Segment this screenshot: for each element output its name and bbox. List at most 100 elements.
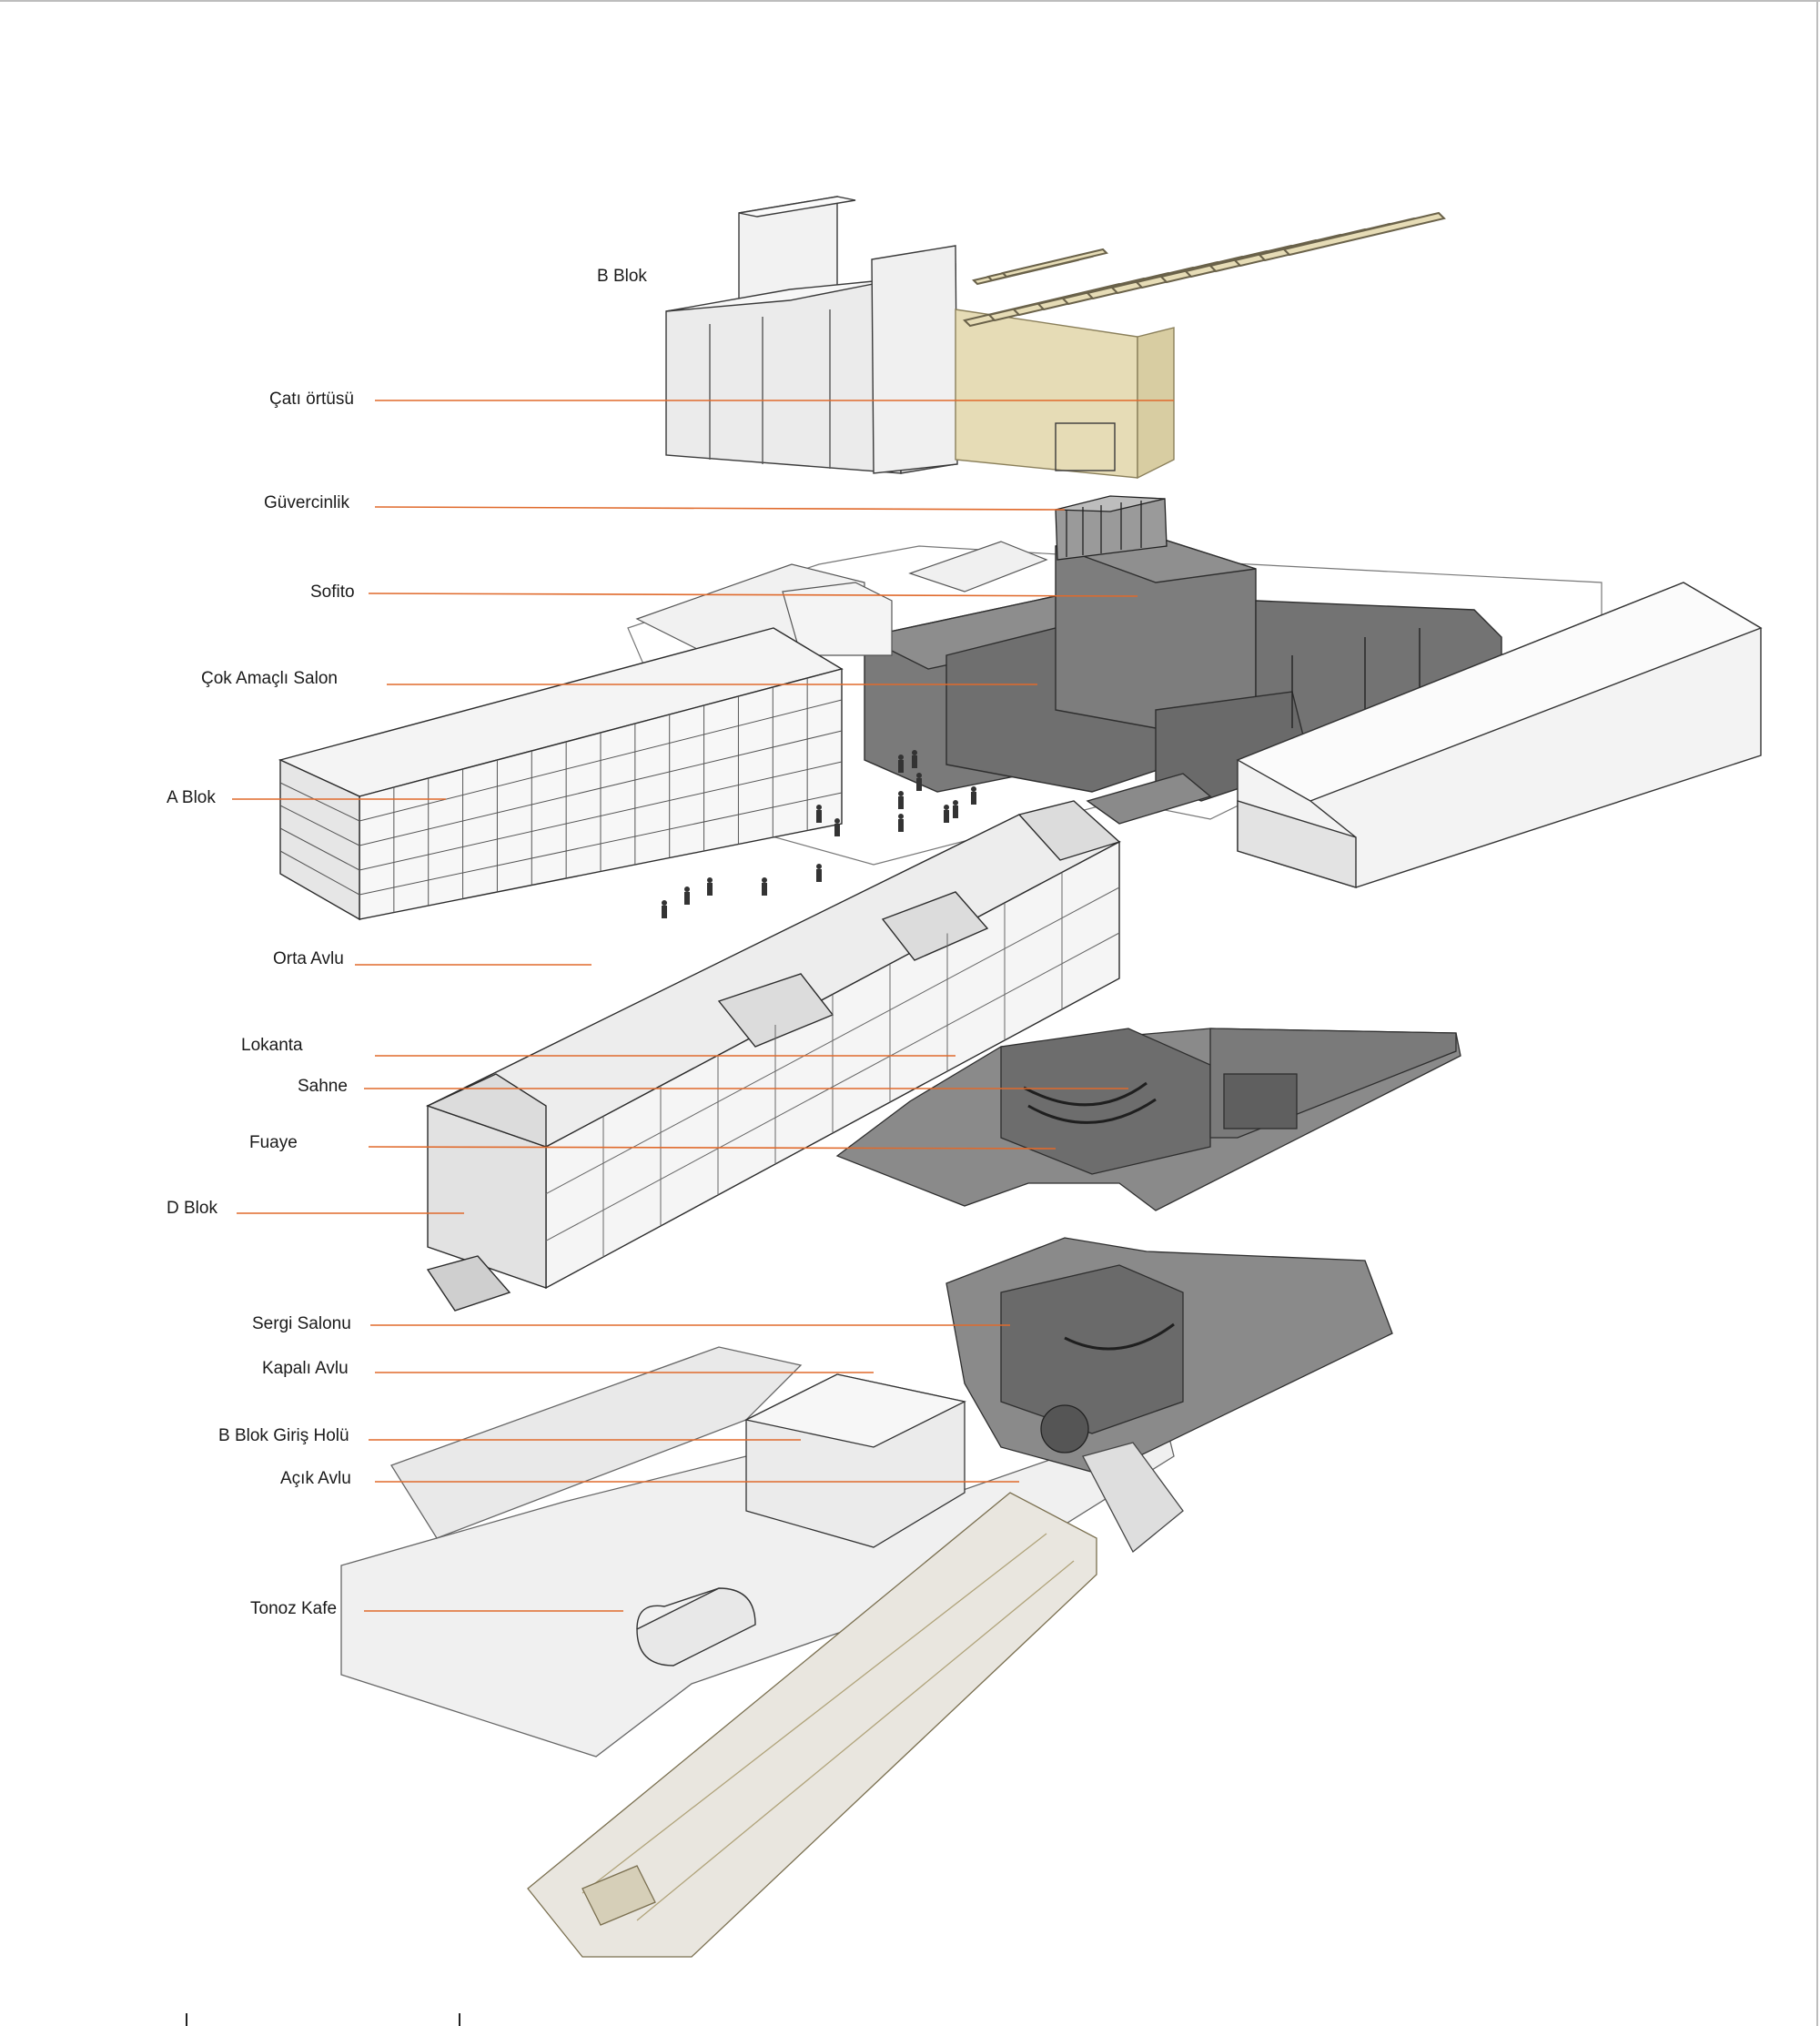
d-blok-cornice	[545, 886, 1120, 1195]
sergi-salonu-dark-level	[945, 1237, 1393, 1554]
louvre-slat	[1282, 211, 1446, 257]
person-head	[916, 773, 922, 778]
people-figures	[662, 750, 976, 918]
label-fuaye: Fuaye	[249, 1133, 298, 1152]
person-head	[762, 877, 767, 883]
drawing-shape	[636, 1587, 756, 1666]
drawing-shape	[636, 1587, 720, 1630]
person-body	[762, 883, 767, 896]
label-acik-avlu: Açık Avlu	[280, 1469, 351, 1488]
leader-line	[368, 593, 1138, 597]
a-blok-end-transom	[279, 782, 360, 822]
drawing-shape	[636, 1560, 1075, 1921]
drawing-shape	[1309, 800, 1357, 838]
a-blok-end-transom	[279, 850, 360, 896]
drawing-shape	[581, 1533, 1047, 1894]
a-blok-end-transom	[279, 805, 360, 846]
person-body	[971, 792, 976, 805]
tonoz-kafe-vault	[636, 1587, 756, 1666]
frame-right-border	[1816, 0, 1818, 2026]
d-blok-cornice	[545, 932, 1120, 1241]
right-wing-building	[1236, 582, 1763, 888]
drawing-shape	[1064, 1322, 1175, 1351]
kapali-avlu-block	[744, 1373, 966, 1548]
drawing-shape	[1237, 800, 1357, 888]
roof-louvres	[963, 211, 1446, 328]
dark-hall-cluster	[862, 536, 1502, 825]
roof-cover-glass-side	[1137, 327, 1175, 480]
d-blok-pavilion-4	[1017, 800, 1121, 861]
d-blok-building	[426, 800, 1121, 1312]
person-head	[912, 750, 917, 755]
person-body	[898, 796, 904, 809]
d-blok-pavilion-3	[881, 891, 989, 961]
drawing-shape	[744, 1373, 966, 1448]
drawing-shape	[1236, 582, 1763, 802]
drawing-shape	[1000, 1264, 1184, 1434]
drawing-shape	[1223, 1073, 1298, 1129]
person-head	[684, 886, 690, 892]
person-body	[816, 869, 822, 882]
person-body	[953, 805, 958, 818]
person-head	[816, 864, 822, 869]
b-blok-roof-layer	[665, 196, 1175, 480]
roof-cover-glass-box	[955, 309, 1138, 479]
label-b-blok-giris-holu: B Blok Giriş Holü	[218, 1426, 349, 1445]
stage-level-plate	[835, 1028, 1461, 1211]
label-sergi-salonu: Sergi Salonu	[252, 1314, 351, 1333]
drawing-shape	[390, 1346, 803, 1539]
b-blok-tower-right	[871, 245, 958, 474]
drawing-shape	[340, 1419, 1175, 1758]
a-blok-transom	[359, 730, 843, 846]
person-body	[898, 760, 904, 773]
person-body	[944, 810, 949, 823]
tree-symbol	[1040, 1404, 1089, 1454]
label-sahne: Sahne	[298, 1077, 348, 1096]
person-body	[916, 778, 922, 791]
d-blok-pavilion-1	[426, 1073, 547, 1148]
person-body	[834, 824, 840, 836]
leader-line	[374, 506, 1066, 511]
drawing-shape	[1027, 1098, 1157, 1124]
drawing-shape	[908, 541, 1048, 593]
label-cati-ortusu: Çatı örtüsü	[269, 390, 354, 409]
leader-lines	[232, 400, 1174, 1612]
person-head	[944, 805, 949, 810]
b-blok-tower-left-top	[738, 196, 856, 218]
ground-site-plate	[340, 1346, 1175, 1758]
person-body	[684, 892, 690, 905]
person-body	[662, 906, 667, 918]
drawing-shape	[1055, 422, 1116, 471]
frame-top-border	[0, 0, 1820, 2]
label-cok-amacli-salon: Çok Amaçlı Salon	[201, 669, 338, 688]
person-body	[707, 883, 713, 896]
label-lokanta: Lokanta	[241, 1036, 303, 1055]
person-head	[953, 800, 958, 805]
leader-line	[368, 1146, 1057, 1150]
label-kapali-avlu: Kapalı Avlu	[262, 1359, 349, 1378]
person-head	[898, 814, 904, 819]
person-head	[707, 877, 713, 883]
person-head	[898, 755, 904, 760]
label-sofito: Sofito	[310, 582, 355, 602]
person-head	[834, 818, 840, 824]
label-d-blok: D Blok	[167, 1199, 217, 1218]
label-orta-avlu: Orta Avlu	[273, 949, 344, 968]
person-body	[898, 819, 904, 832]
label-guvercinlik: Güvercinlik	[264, 493, 349, 512]
drawing-shape	[1082, 1442, 1184, 1554]
label-tonoz-kafe: Tonoz Kafe	[250, 1599, 338, 1618]
label-b-blok: B Blok	[597, 267, 647, 286]
person-head	[662, 900, 667, 906]
person-body	[912, 755, 917, 768]
person-body	[816, 810, 822, 823]
a-blok-transom	[359, 761, 843, 871]
label-a-blok: A Blok	[167, 788, 216, 807]
ground-floor-plan	[527, 1492, 1097, 1958]
entrance-ramp	[1086, 773, 1212, 825]
d-blok-stairs	[426, 1255, 511, 1312]
drawing-shape	[581, 1865, 656, 1926]
a-blok-transom	[359, 699, 843, 822]
guvercinlik-tower	[1055, 495, 1168, 561]
